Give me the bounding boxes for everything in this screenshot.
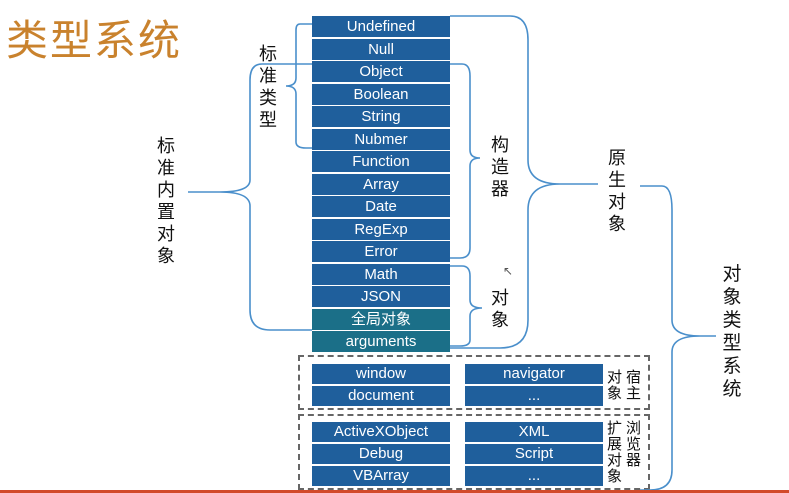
browser-ext-activexobject: ActiveXObject xyxy=(312,422,450,442)
native-type-error: Error xyxy=(312,240,450,262)
bracket-objects xyxy=(450,265,483,347)
native-type-arguments: arguments xyxy=(312,330,450,352)
label-extension-objects: 扩展对象 xyxy=(606,419,622,485)
native-type-string: String xyxy=(312,105,450,127)
native-type-array: Array xyxy=(312,173,450,195)
host-object-window: window xyxy=(312,364,450,384)
native-type--: 全局对象 xyxy=(312,308,450,330)
bracket-object-type-system xyxy=(640,185,716,491)
browser-ext-xml: XML xyxy=(465,422,603,442)
bracket-builtin-objects xyxy=(188,63,312,331)
label-host-objects: 对象 xyxy=(606,368,622,402)
page-title: 类型系统 xyxy=(6,16,183,65)
browser-ext-vbarray: VBArray xyxy=(312,466,450,486)
native-type-date: Date xyxy=(312,195,450,217)
native-type-json: JSON xyxy=(312,285,450,307)
native-type-math: Math xyxy=(312,263,450,285)
bottom-accent-line xyxy=(0,490,789,493)
native-type-object: Object xyxy=(312,60,450,82)
mouse-pointer-icon: ↖ xyxy=(503,264,514,278)
bracket-constructors xyxy=(450,63,481,259)
browser-ext-debug: Debug xyxy=(312,444,450,464)
bracket-standard-types xyxy=(285,23,312,149)
native-type-boolean: Boolean xyxy=(312,83,450,105)
host-object-navigator: navigator xyxy=(465,364,603,384)
label-object-type-system: 对象类型系统 xyxy=(722,263,742,400)
label-browser: 浏览器 xyxy=(625,419,641,469)
bracket-native-objects xyxy=(450,15,598,349)
host-object-document: document xyxy=(312,386,450,406)
host-object-more: ... xyxy=(465,386,603,406)
browser-ext-script: Script xyxy=(465,444,603,464)
label-builtin-objects: 标准内置对象 xyxy=(157,136,175,267)
native-type-undefined: Undefined xyxy=(312,15,450,37)
label-native-objects: 原生对象 xyxy=(608,148,626,235)
native-type-nubmer: Nubmer xyxy=(312,128,450,150)
browser-extension-group xyxy=(298,414,650,490)
browser-ext-more: ... xyxy=(465,466,603,486)
label-objects: 对象 xyxy=(491,288,509,331)
label-host: 宿主 xyxy=(625,368,641,402)
native-type-function: Function xyxy=(312,150,450,172)
label-constructors: 构造器 xyxy=(491,135,509,200)
host-objects-group xyxy=(298,355,650,410)
native-type-regexp: RegExp xyxy=(312,218,450,240)
native-type-null: Null xyxy=(312,38,450,60)
label-standard-types: 标准类型 xyxy=(259,44,277,131)
